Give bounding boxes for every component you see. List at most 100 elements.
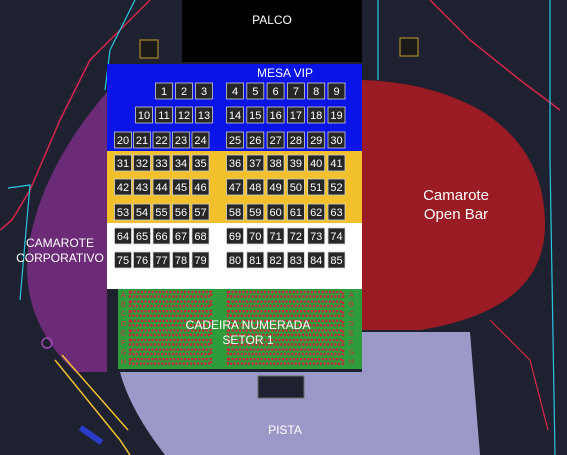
- table-box[interactable]: [133, 227, 151, 245]
- table-59[interactable]: 59: [246, 203, 265, 221]
- table-box[interactable]: [327, 251, 346, 269]
- seat-row-G[interactable]: [128, 348, 213, 356]
- table-11[interactable]: 11: [155, 106, 173, 124]
- seat-row-E[interactable]: [128, 329, 213, 337]
- table-box[interactable]: [152, 178, 171, 196]
- table-75[interactable]: 75: [114, 251, 132, 269]
- table-13[interactable]: 13: [195, 106, 213, 124]
- table-box[interactable]: [246, 178, 265, 196]
- table-78[interactable]: 78: [172, 251, 190, 269]
- table-box[interactable]: [133, 131, 151, 149]
- table-46[interactable]: 46: [191, 178, 210, 196]
- table-box[interactable]: [286, 82, 305, 100]
- table-box[interactable]: [152, 131, 171, 149]
- seat-row-F[interactable]: [226, 338, 345, 346]
- table-69[interactable]: 69: [226, 227, 244, 245]
- table-box[interactable]: [133, 178, 151, 196]
- table-box[interactable]: [286, 227, 305, 245]
- table-box[interactable]: [226, 203, 244, 221]
- table-box[interactable]: [175, 106, 193, 124]
- table-box[interactable]: [226, 82, 244, 100]
- seat-row-D[interactable]: [226, 319, 345, 327]
- table-box[interactable]: [307, 131, 326, 149]
- table-62[interactable]: 62: [307, 203, 326, 221]
- seat-row-D[interactable]: [128, 319, 213, 327]
- table-box[interactable]: [307, 82, 326, 100]
- table-74[interactable]: 74: [327, 227, 346, 245]
- table-31[interactable]: 31: [114, 154, 132, 172]
- table-48[interactable]: 48: [246, 178, 265, 196]
- table-box[interactable]: [266, 203, 285, 221]
- table-box[interactable]: [191, 227, 210, 245]
- table-84[interactable]: 84: [307, 251, 326, 269]
- table-box[interactable]: [226, 131, 244, 149]
- table-box[interactable]: [226, 154, 244, 172]
- table-28[interactable]: 28: [286, 131, 305, 149]
- table-box[interactable]: [286, 251, 305, 269]
- table-16[interactable]: 16: [266, 106, 285, 124]
- table-box[interactable]: [246, 106, 265, 124]
- table-box[interactable]: [155, 106, 173, 124]
- table-80[interactable]: 80: [226, 251, 244, 269]
- table-box[interactable]: [286, 178, 305, 196]
- table-box[interactable]: [114, 178, 132, 196]
- table-67[interactable]: 67: [172, 227, 190, 245]
- table-27[interactable]: 27: [266, 131, 285, 149]
- table-10[interactable]: 10: [135, 106, 153, 124]
- table-9[interactable]: 9: [327, 82, 346, 100]
- table-4[interactable]: 4: [226, 82, 244, 100]
- table-box[interactable]: [226, 106, 244, 124]
- table-52[interactable]: 52: [327, 178, 346, 196]
- table-box[interactable]: [226, 178, 244, 196]
- table-79[interactable]: 79: [191, 251, 210, 269]
- table-box[interactable]: [327, 131, 346, 149]
- table-72[interactable]: 72: [286, 227, 305, 245]
- table-73[interactable]: 73: [307, 227, 326, 245]
- table-2[interactable]: 2: [175, 82, 193, 100]
- table-19[interactable]: 19: [327, 106, 346, 124]
- seat-row-G[interactable]: [226, 348, 345, 356]
- table-box[interactable]: [155, 82, 173, 100]
- table-box[interactable]: [307, 251, 326, 269]
- table-box[interactable]: [286, 106, 305, 124]
- table-box[interactable]: [246, 227, 265, 245]
- table-15[interactable]: 15: [246, 106, 265, 124]
- table-20[interactable]: 20: [114, 131, 132, 149]
- seat-row-E[interactable]: [226, 329, 345, 337]
- table-box[interactable]: [246, 131, 265, 149]
- table-box[interactable]: [286, 203, 305, 221]
- table-68[interactable]: 68: [191, 227, 210, 245]
- table-box[interactable]: [327, 227, 346, 245]
- table-box[interactable]: [172, 203, 190, 221]
- table-box[interactable]: [114, 227, 132, 245]
- table-76[interactable]: 76: [133, 251, 151, 269]
- table-12[interactable]: 12: [175, 106, 193, 124]
- table-66[interactable]: 66: [152, 227, 171, 245]
- seat-row-B[interactable]: [128, 300, 213, 308]
- table-25[interactable]: 25: [226, 131, 244, 149]
- table-8[interactable]: 8: [307, 82, 326, 100]
- table-82[interactable]: 82: [266, 251, 285, 269]
- table-box[interactable]: [266, 251, 285, 269]
- table-box[interactable]: [152, 154, 171, 172]
- table-63[interactable]: 63: [327, 203, 346, 221]
- table-box[interactable]: [246, 82, 265, 100]
- table-box[interactable]: [152, 203, 171, 221]
- table-box[interactable]: [191, 154, 210, 172]
- table-box[interactable]: [327, 82, 346, 100]
- seat-row-H[interactable]: [128, 358, 213, 365]
- table-box[interactable]: [135, 106, 153, 124]
- seat-row-F[interactable]: [128, 338, 213, 346]
- seat-row-A[interactable]: [226, 290, 345, 298]
- table-box[interactable]: [191, 251, 210, 269]
- table-box[interactable]: [152, 227, 171, 245]
- table-18[interactable]: 18: [307, 106, 326, 124]
- table-30[interactable]: 30: [327, 131, 346, 149]
- table-34[interactable]: 34: [172, 154, 190, 172]
- table-24[interactable]: 24: [191, 131, 210, 149]
- seat-row-C[interactable]: [226, 310, 345, 317]
- table-box[interactable]: [133, 203, 151, 221]
- table-53[interactable]: 53: [114, 203, 132, 221]
- seat-row-C[interactable]: [128, 310, 213, 317]
- table-box[interactable]: [307, 154, 326, 172]
